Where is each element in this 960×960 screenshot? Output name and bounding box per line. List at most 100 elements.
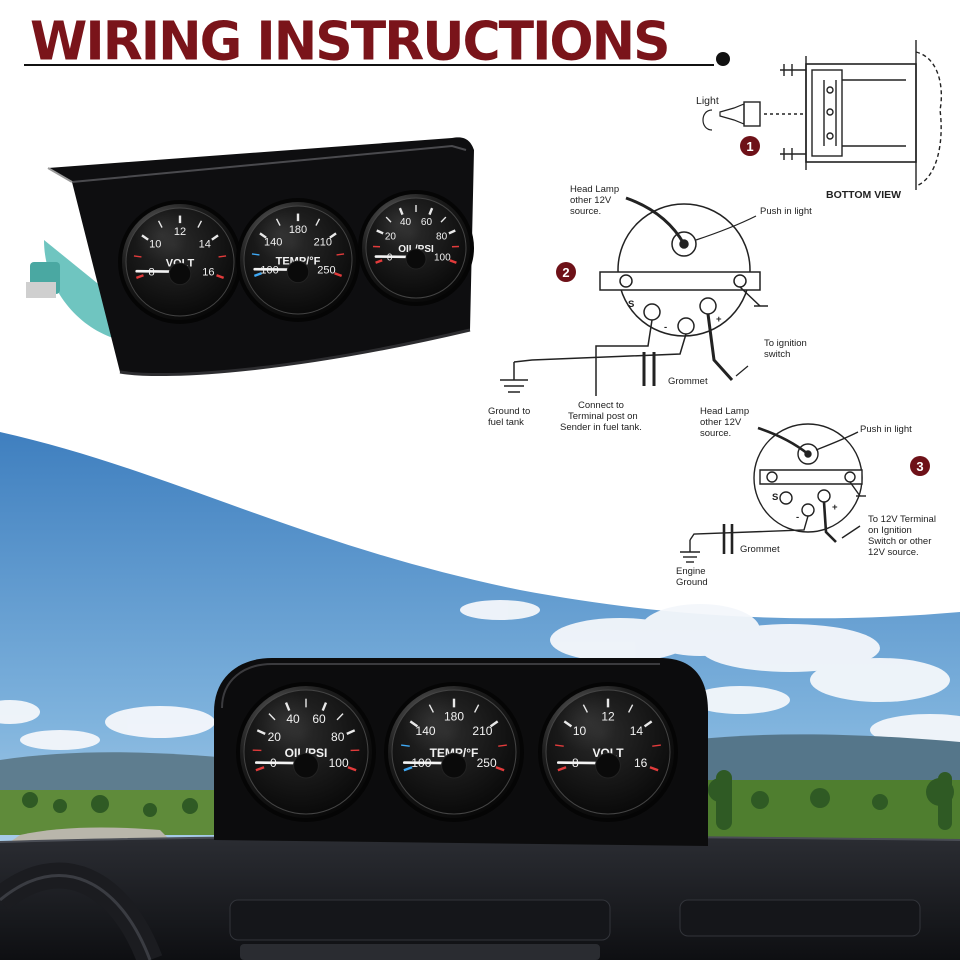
page-title: WIRING INSTRUCTIONS xyxy=(30,11,671,73)
gauge-tick xyxy=(428,207,434,216)
gauge-tick-label: 14 xyxy=(199,239,211,251)
gauge-tick-label: 80 xyxy=(331,730,345,744)
d2-terminal-minus: - xyxy=(664,322,667,333)
step-badge-3 xyxy=(910,456,930,476)
gauge-tick xyxy=(649,766,659,772)
gauge-tick xyxy=(555,744,564,747)
gauge-tick-label: 14 xyxy=(630,724,644,738)
gauge-tick xyxy=(440,216,447,223)
gauge-tick-label: 210 xyxy=(472,724,492,738)
d3-ignition-1: To 12V Terminal xyxy=(868,514,936,525)
d2-connect-3: Sender in fuel tank. xyxy=(560,422,642,433)
gauge-tick-label: 60 xyxy=(421,217,433,228)
gauge-hub xyxy=(168,262,192,286)
gauge-tick xyxy=(401,744,410,747)
gauge-tick xyxy=(336,253,345,256)
gauge-tick xyxy=(336,713,344,721)
gauge-tick xyxy=(643,720,653,728)
gauge-tick xyxy=(211,234,219,241)
gauge-tick-label: 16 xyxy=(634,756,648,770)
d3-terminal-s: S xyxy=(772,492,778,503)
gauge-tick xyxy=(346,729,356,735)
title-underline xyxy=(24,64,714,66)
gauge-tick xyxy=(627,704,634,713)
bottom-view-label: BOTTOM VIEW xyxy=(826,189,901,201)
d2-head-lamp-3: source. xyxy=(570,206,601,217)
d3-terminal-minus: - xyxy=(796,512,799,523)
gauge-tick-label: 60 xyxy=(312,712,326,726)
step-number-1: 1 xyxy=(746,139,753,154)
d3-terminal-plus: + xyxy=(832,502,838,513)
top-gauge-2: 100140180210250TEMP/°F xyxy=(236,198,360,322)
gauge-tick xyxy=(133,255,142,258)
d3-ground-2: Ground xyxy=(676,577,708,588)
gauge-tick xyxy=(255,766,265,772)
gauge-tick-label: 250 xyxy=(477,756,497,770)
gauge-hub xyxy=(405,248,427,270)
gauge-tick xyxy=(251,253,260,256)
gauge-tick xyxy=(449,259,457,264)
step-number-2: 2 xyxy=(562,265,569,280)
d2-head-lamp-2: other 12V xyxy=(570,195,612,206)
d2-ground-1: Ground to xyxy=(488,406,530,417)
gauge-tick xyxy=(216,274,225,280)
gauge-tick-label: 80 xyxy=(436,232,448,243)
step-badge-1 xyxy=(740,136,760,156)
gauge-tick xyxy=(347,766,357,772)
gauge-tick-label: 210 xyxy=(314,237,332,249)
gauge-tick xyxy=(334,272,343,278)
d2-connect-2: Terminal post on xyxy=(568,411,638,422)
d2-ignition-2: switch xyxy=(764,349,790,360)
gauge-hub xyxy=(441,752,467,779)
gauge-tick xyxy=(489,720,499,728)
d2-push-in-light: Push in light xyxy=(760,206,812,217)
step-number-3: 3 xyxy=(916,459,923,474)
d3-push-in-light: Push in light xyxy=(860,424,912,435)
gauge-hub xyxy=(293,752,319,779)
d3-ground-1: Engine xyxy=(676,566,706,577)
d2-terminal-s: S xyxy=(628,299,634,310)
top-gauge-3: 020406080100OIL/PSI xyxy=(358,190,474,306)
d3-grommet: Grommet xyxy=(740,544,780,555)
gauge-tick xyxy=(135,274,144,280)
d3-head-lamp-2: other 12V xyxy=(700,417,742,428)
gauge-tick-label: 16 xyxy=(202,266,214,278)
gauge-hub xyxy=(286,260,310,284)
gauge-tick xyxy=(375,259,383,264)
d2-connect-1: Connect to xyxy=(578,400,624,411)
gauge-tick xyxy=(321,702,328,712)
d3-ignition-2: on Ignition xyxy=(868,525,912,536)
d3-head-lamp-3: source. xyxy=(700,428,731,439)
d3-ignition-4: 12V source. xyxy=(868,547,919,558)
top-gauge-1: 810121416VOLT xyxy=(118,200,242,324)
gauge-tick xyxy=(557,766,567,772)
d3-head-lamp-1: Head Lamp xyxy=(700,406,749,417)
bottom-gauge-3: 810121416VOLT xyxy=(538,682,678,822)
d2-terminal-plus: + xyxy=(716,314,722,325)
gauge-tick-label: 0 xyxy=(387,253,393,264)
gauge-tick xyxy=(448,229,456,235)
bottom-gauge-1: 020406080100OIL/PSI xyxy=(236,682,376,822)
diagram-2 xyxy=(500,196,768,396)
d2-head-lamp-1: Head Lamp xyxy=(570,184,619,195)
gauge-tick-label: 250 xyxy=(317,264,335,276)
gauge-tick xyxy=(652,744,661,747)
gauge-tick xyxy=(218,255,227,258)
gauge-tick xyxy=(315,218,321,226)
title-bullet xyxy=(716,52,730,66)
gauge-tick xyxy=(473,704,480,713)
gauge-tick xyxy=(498,744,507,747)
diagram-1 xyxy=(702,40,943,190)
gauge-tick-label: 100 xyxy=(329,756,349,770)
d2-ground-2: fuel tank xyxy=(488,417,524,428)
gauge-hub xyxy=(595,752,621,779)
d3-ignition-3: Switch or other xyxy=(868,536,931,547)
d2-grommet: Grommet xyxy=(668,376,708,387)
gauge-tick xyxy=(403,766,413,772)
gauge-tick xyxy=(197,220,203,228)
gauge-tick xyxy=(329,232,337,239)
light-label: Light xyxy=(696,95,719,107)
gauge-tick xyxy=(253,272,262,278)
